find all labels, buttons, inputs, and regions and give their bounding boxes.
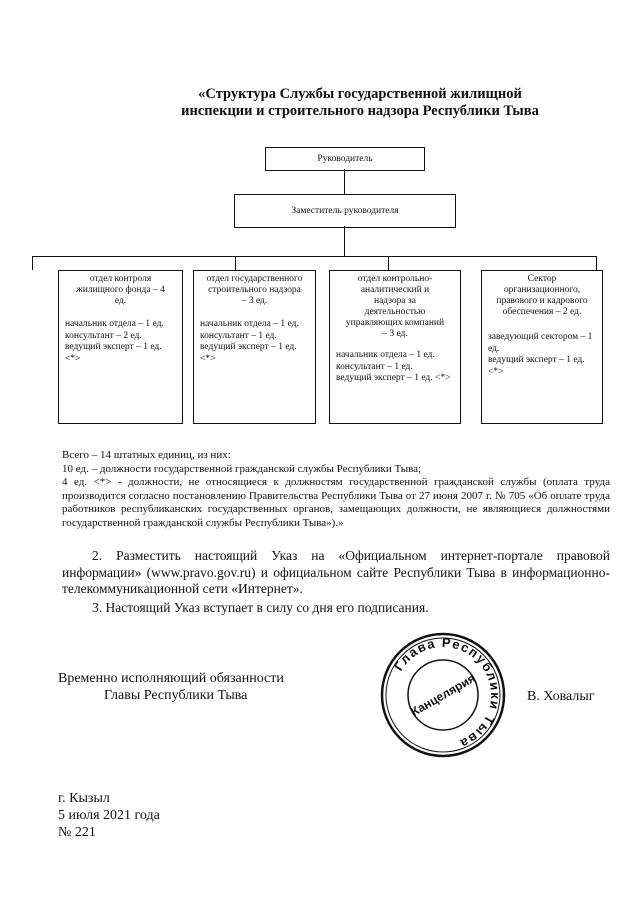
- title-line-2: инспекции и строительного надзора Респуб…: [181, 103, 539, 119]
- seal-center-text: Канцелярия: [408, 671, 477, 719]
- staff-line: начальник отдела – 1 ед.: [336, 350, 435, 360]
- department-staff: начальник отдела – 1 ед. консультант – 2…: [59, 319, 182, 365]
- position-line-1: Временно исполняющий обязанности: [58, 671, 284, 686]
- paragraph-2: 2. Разместить настоящий Указ на «Официал…: [62, 548, 610, 596]
- deputy-box: Заместитель руководителя: [234, 194, 456, 228]
- head-box: Руководитель: [265, 147, 425, 171]
- department-box: отдел государственного строительного над…: [193, 270, 316, 424]
- connector-dept-2: [235, 256, 236, 270]
- department-box: отдел контроля жилищного фонда – 4 ед. н…: [58, 270, 183, 424]
- place-date-number: г. Кызыл 5 июля 2021 года № 221: [58, 790, 160, 841]
- signatory-name: В. Ховалыг: [527, 689, 595, 704]
- totals-line: 10 ед. – должности государственной гражд…: [62, 462, 422, 475]
- staff-line: ведущий эксперт – 1 ед. <*>: [200, 342, 297, 364]
- connector-bus: [32, 256, 597, 257]
- connector-head-deputy: [344, 169, 345, 194]
- connector-deputy-bus: [344, 226, 345, 256]
- deputy-label: Заместитель руководителя: [291, 206, 399, 216]
- totals-line: 4 ед. <*> - должности, не относящиеся к …: [62, 476, 610, 529]
- staff-line: начальник отдела – 1 ед.: [65, 319, 164, 329]
- connector-dept-4: [596, 256, 597, 270]
- signatory-position: Временно исполняющий обязанности Главы Р…: [58, 670, 284, 704]
- head-label: Руководитель: [317, 154, 373, 164]
- title-line-1: «Структура Службы государственной жилищн…: [198, 86, 522, 102]
- department-staff: начальник отдела – 1 ед. консультант – 1…: [194, 319, 315, 365]
- decree-number: № 221: [58, 825, 96, 840]
- department-name: отдел контрольно-аналитический и надзора…: [345, 274, 445, 339]
- official-seal: Глава Республики Тыва Канцелярия: [380, 632, 506, 758]
- decree-paragraphs: 2. Разместить настоящий Указ на «Официал…: [62, 548, 610, 616]
- department-box: отдел контрольно-аналитический и надзора…: [329, 270, 461, 424]
- staff-totals: Всего – 14 штатных единиц, из них: 10 ед…: [62, 449, 610, 530]
- department-name: Сектор организационного, правового и кад…: [496, 274, 588, 317]
- staff-line: консультант – 2 ед.: [65, 330, 142, 341]
- city: г. Кызыл: [58, 791, 110, 806]
- department-staff: заведующий сектором – 1 ед. ведущий эксп…: [482, 332, 602, 378]
- totals-line: Всего – 14 штатных единиц, из них:: [62, 449, 231, 461]
- position-line-2: Главы Республики Тыва: [104, 688, 248, 703]
- department-name: отдел государственного строительного над…: [206, 274, 303, 306]
- connector-dept-3: [388, 256, 389, 270]
- staff-line: ведущий эксперт – 1 ед. <*>: [488, 355, 585, 377]
- staff-line: ведущий эксперт – 1 ед. <*>: [336, 373, 451, 383]
- staff-line: заведующий сектором – 1 ед.: [488, 332, 593, 354]
- staff-line: ведущий эксперт – 1 ед. <*>: [65, 342, 162, 364]
- department-name: отдел контроля жилищного фонда – 4 ед.: [76, 274, 165, 306]
- staff-line: консультант – 1 ед.: [336, 361, 413, 372]
- document-title: «Структура Службы государственной жилищн…: [100, 86, 620, 120]
- staff-line: начальник отдела – 1 ед.: [200, 319, 299, 329]
- department-staff: начальник отдела – 1 ед. консультант – 1…: [330, 350, 460, 385]
- paragraph-3: 3. Настоящий Указ вступает в силу со дня…: [92, 599, 429, 615]
- department-box: Сектор организационного, правового и кад…: [481, 270, 603, 424]
- date: 5 июля 2021 года: [58, 808, 160, 823]
- connector-dept-1: [32, 256, 33, 270]
- staff-line: консультант – 1 ед.: [200, 330, 277, 341]
